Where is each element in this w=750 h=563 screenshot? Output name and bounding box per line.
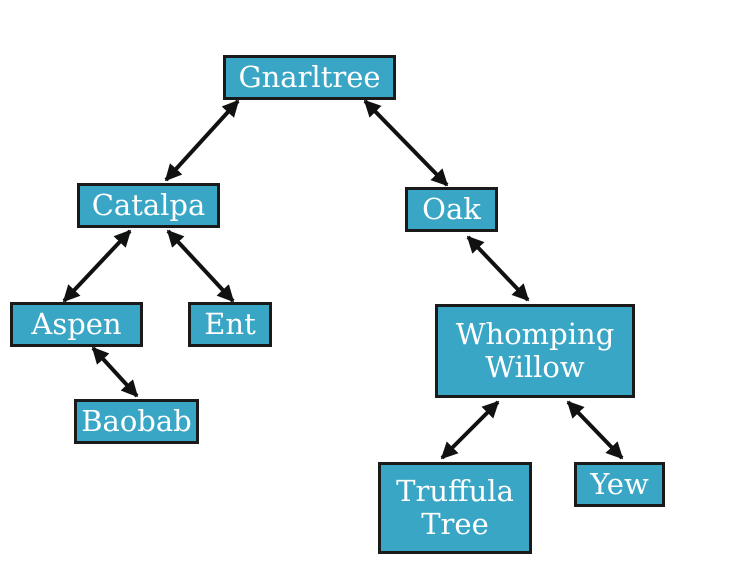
node-aspen: Aspen (10, 302, 143, 347)
edge-gnarltree-catalpa (164, 99, 240, 182)
node-catalpa: Catalpa (77, 183, 220, 228)
edge-catalpa-ent (166, 229, 235, 303)
edge-oak-whomping-willow (466, 235, 530, 302)
edge-gnarltree-oak (363, 99, 449, 187)
edge-whomping-willow-yew (566, 400, 624, 460)
edge-aspen-baobab (91, 346, 139, 398)
node-gnarltree: Gnarltree (223, 55, 396, 100)
node-baobab: Baobab (74, 399, 199, 444)
node-oak: Oak (405, 187, 498, 232)
edge-catalpa-aspen (62, 229, 132, 303)
node-truffula-tree: Truffula Tree (378, 462, 532, 554)
node-ent: Ent (188, 302, 272, 347)
edge-whomping-willow-truffula-tree (440, 400, 500, 460)
node-yew: Yew (574, 462, 665, 507)
node-whomping-willow: Whomping Willow (435, 304, 635, 398)
